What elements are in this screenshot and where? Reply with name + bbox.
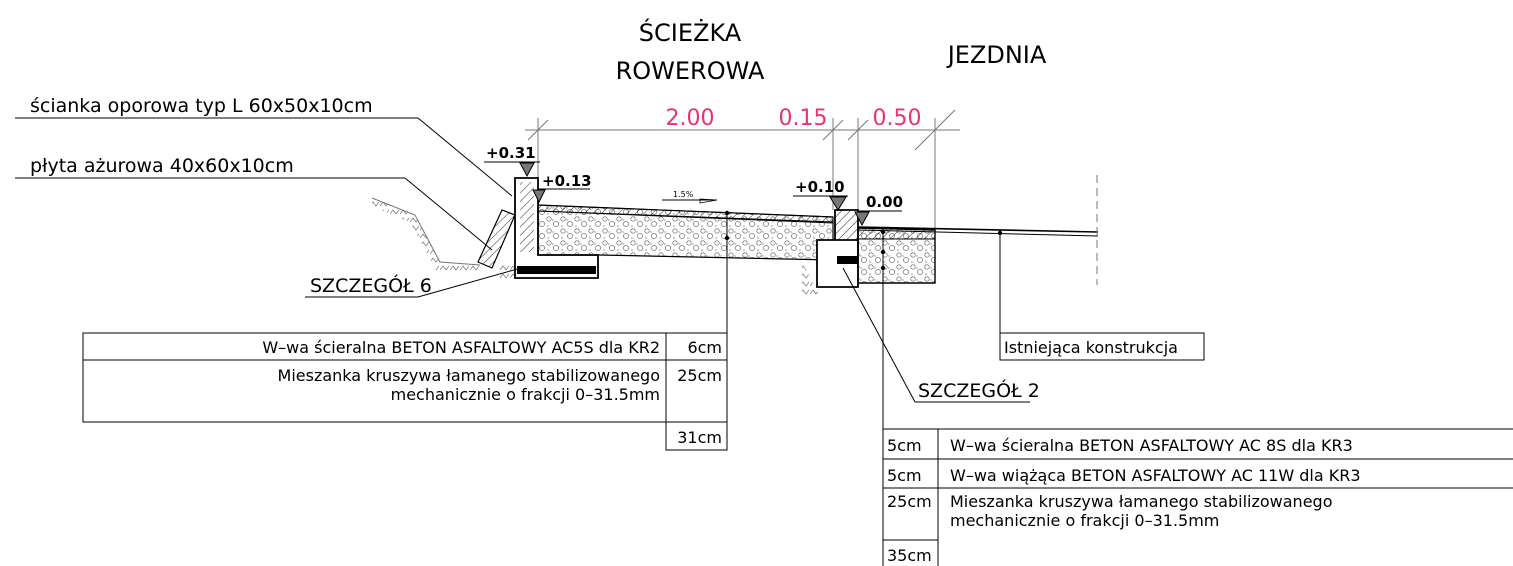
bike-path-layer-2-thickness: 25cm xyxy=(677,366,722,385)
existing-construction-callout xyxy=(997,230,1205,361)
road-layer-2-desc: W–wa wiążąca BETON ASFALTOWY AC 11W dla … xyxy=(950,466,1361,485)
dimension-curb: 0.15 xyxy=(779,106,828,131)
bike-path-layer-1-desc: W–wa ścieralna BETON ASFALTOWY AC5S dla … xyxy=(262,338,660,357)
grid-slab-label: płyta ażurowa 40x60x10cm xyxy=(30,155,294,177)
elevation-wall-top-label: +0.31 xyxy=(486,144,536,162)
elevation-curb-top-label: +0.10 xyxy=(795,178,845,196)
bike-path-layer-2-desc-line1: Mieszanka kruszywa łamanego stabilizowan… xyxy=(278,366,660,385)
bike-path-layers xyxy=(537,204,834,261)
bike-path-layer-1-thickness: 6cm xyxy=(687,338,722,357)
elevation-path-edge-label: +0.13 xyxy=(542,172,592,190)
elevation-marker-curb-top xyxy=(793,195,848,211)
road-layer-3-desc-line2: mechanicznie o frakcji 0–31.5mm xyxy=(950,511,1219,530)
elevation-road-edge-label: 0.00 xyxy=(866,193,903,211)
bike-path-table xyxy=(82,210,730,451)
dimension-road-strip: 0.50 xyxy=(873,106,922,131)
elevation-marker-path-edge xyxy=(532,188,590,204)
road-layer-2-thickness: 5cm xyxy=(887,466,922,485)
road-edge-strip xyxy=(857,227,936,284)
existing-construction-label: Istniejąca konstrukcja xyxy=(1004,338,1178,357)
grid-slab-leader xyxy=(15,177,493,251)
road-layer-3-desc-line1: Mieszanka kruszywa łamanego stabilizowan… xyxy=(950,492,1332,511)
grid-slab xyxy=(477,209,516,269)
road-layer-3-thickness: 25cm xyxy=(887,492,932,511)
dimension-bike-path: 2.00 xyxy=(666,106,715,131)
heading-bike-path-line1: ŚCIEŻKA xyxy=(639,17,742,47)
elevation-marker-road-edge xyxy=(854,210,902,227)
existing-road xyxy=(857,175,1099,285)
slope-label: 1.5% xyxy=(673,190,694,199)
dimension-line xyxy=(525,109,960,230)
road-layer-1-desc: W–wa ścieralna BETON ASFALTOWY AC 8S dla… xyxy=(950,436,1353,455)
elevation-marker-wall-top xyxy=(484,161,540,178)
heading-roadway: JEZDNIA xyxy=(946,41,1047,69)
retaining-wall-leader xyxy=(15,117,513,197)
detail-2-leader xyxy=(842,267,1030,403)
road-layer-1-thickness: 5cm xyxy=(887,436,922,455)
detail-6-leader xyxy=(305,267,522,298)
curb xyxy=(816,209,859,288)
road-table xyxy=(880,229,1513,566)
retaining-wall-label: ścianka oporowa typ L 60x50x10cm xyxy=(30,95,373,117)
detail-2-label: SZCZEGÓŁ 2 xyxy=(918,378,1040,402)
road-total-thickness: 35cm xyxy=(887,546,932,565)
bike-path-total-thickness: 31cm xyxy=(677,428,722,447)
slope-arrow-icon xyxy=(662,198,718,204)
heading-bike-path-line2: ROWEROWA xyxy=(616,57,765,85)
bike-path-layer-2-desc-line2: mechanicznie o frakcji 0–31.5mm xyxy=(391,385,660,404)
detail-6-label: SZCZEGÓŁ 6 xyxy=(310,273,432,297)
